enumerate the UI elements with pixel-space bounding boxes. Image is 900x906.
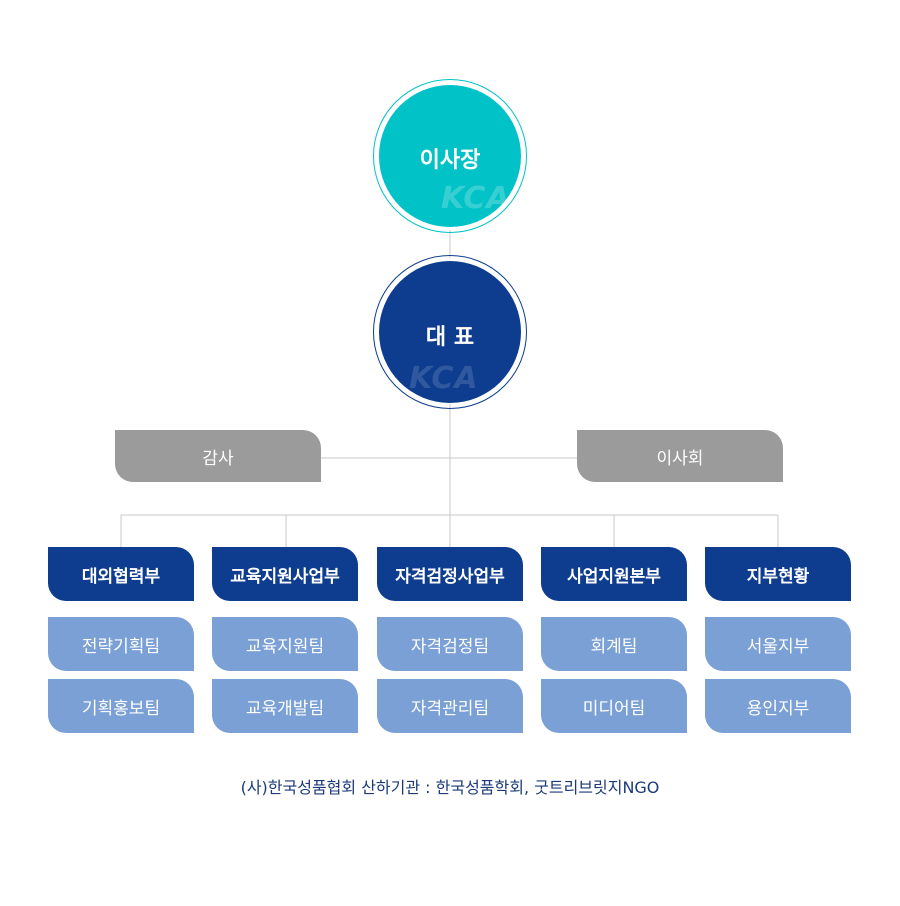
team-label: 미디어팀 <box>582 698 646 719</box>
board-label: 이사회 <box>656 448 704 469</box>
department-box: 사업지원본부 <box>541 547 687 601</box>
board-box: 이사회 <box>577 430 783 482</box>
audit-label: 감사 <box>202 448 234 469</box>
ceo-ring <box>373 255 527 409</box>
team-box: 미디어팀 <box>541 679 687 733</box>
team-box: 서울지부 <box>705 617 851 671</box>
department-box: 교육지원사업부 <box>212 547 358 601</box>
department-box: 지부현황 <box>705 547 851 601</box>
team-label: 용인지부 <box>746 698 810 719</box>
department-box: 자격검정사업부 <box>377 547 523 601</box>
team-box: 교육지원팀 <box>212 617 358 671</box>
department-label: 자격검정사업부 <box>395 566 505 587</box>
team-label: 전략기획팀 <box>81 636 161 657</box>
team-label: 자격검정팀 <box>410 636 490 657</box>
department-label: 사업지원본부 <box>567 566 661 587</box>
chairman-ring <box>373 79 527 233</box>
team-label: 서울지부 <box>746 636 810 657</box>
team-label: 기획홍보팀 <box>81 698 161 719</box>
team-box: 전략기획팀 <box>48 617 194 671</box>
team-label: 교육개발팀 <box>245 698 325 719</box>
team-box: 교육개발팀 <box>212 679 358 733</box>
chairman-node: 이사장 KCA <box>379 85 521 227</box>
team-box: 회계팀 <box>541 617 687 671</box>
watermark-logo: KCA <box>409 361 479 396</box>
team-label: 교육지원팀 <box>245 636 325 657</box>
team-box: 자격관리팀 <box>377 679 523 733</box>
audit-box: 감사 <box>115 430 321 482</box>
team-label: 회계팀 <box>590 636 638 657</box>
department-label: 대외협력부 <box>81 566 161 587</box>
footer-note: (사)한국성품협회 산하기관 : 한국성품학회, 굿트리브릿지NGO <box>240 778 660 797</box>
team-box: 자격검정팀 <box>377 617 523 671</box>
department-box: 대외협력부 <box>48 547 194 601</box>
watermark-logo: KCA <box>441 181 511 216</box>
department-label: 교육지원사업부 <box>230 566 340 587</box>
team-box: 기획홍보팀 <box>48 679 194 733</box>
team-label: 자격관리팀 <box>410 698 490 719</box>
department-label: 지부현황 <box>746 566 810 587</box>
ceo-label: 대 표 <box>425 325 475 350</box>
ceo-node: 대 표 KCA <box>379 261 521 403</box>
team-box: 용인지부 <box>705 679 851 733</box>
chairman-label: 이사장 <box>419 148 481 173</box>
